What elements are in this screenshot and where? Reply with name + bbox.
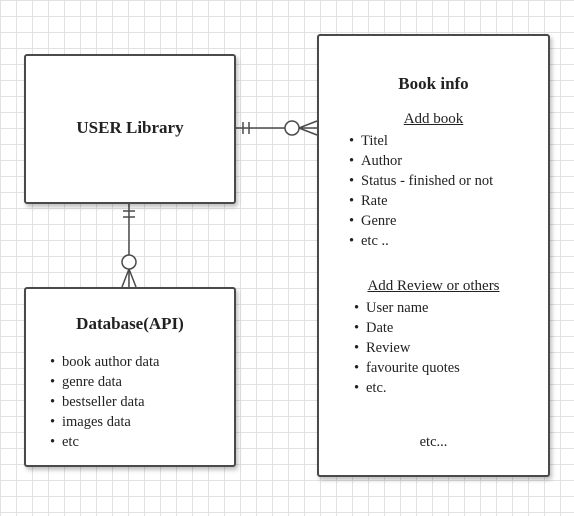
crow-foot-left (121, 268, 130, 288)
list-item: Genre (349, 211, 493, 231)
list-item: book author data (50, 352, 159, 372)
book-info-entity[interactable]: Book info Add book Titel Author Status -… (317, 34, 550, 477)
list-item: User name (354, 298, 460, 318)
list-item: Titel (349, 131, 493, 151)
list-item: Status - finished or not (349, 171, 493, 191)
list-item: etc .. (349, 231, 493, 251)
crow-foot-lower (298, 127, 318, 136)
book-info-footer: etc... (419, 434, 448, 450)
add-review-list: User name Date Review favourite quotes e… (354, 298, 460, 398)
add-review-heading: Add Review or others (367, 278, 500, 294)
list-item: bestseller data (50, 392, 159, 412)
database-title: Database(API) (76, 314, 184, 333)
user-library-entity[interactable]: USER Library (24, 54, 236, 204)
user-library-title: USER Library (76, 118, 184, 137)
crow-foot-upper (298, 120, 318, 129)
add-book-list: Titel Author Status - finished or not Ra… (349, 131, 493, 251)
connector-user-book[interactable] (236, 120, 318, 136)
list-item: etc. (354, 378, 460, 398)
zero-circle (121, 254, 137, 270)
list-item: images data (50, 412, 159, 432)
list-item: etc (50, 432, 159, 452)
list-item: favourite quotes (354, 358, 460, 378)
crow-foot-right (128, 268, 137, 288)
list-item: Date (354, 318, 460, 338)
connector-user-database[interactable] (121, 204, 137, 288)
list-item: Rate (349, 191, 493, 211)
database-entity[interactable]: Database(API) book author data genre dat… (24, 287, 236, 467)
add-book-heading: Add book (403, 111, 464, 127)
zero-circle (284, 120, 300, 136)
list-item: genre data (50, 372, 159, 392)
list-item: Author (349, 151, 493, 171)
book-info-title: Book info (398, 74, 469, 93)
database-attribute-list: book author data genre data bestseller d… (50, 352, 159, 452)
list-item: Review (354, 338, 460, 358)
